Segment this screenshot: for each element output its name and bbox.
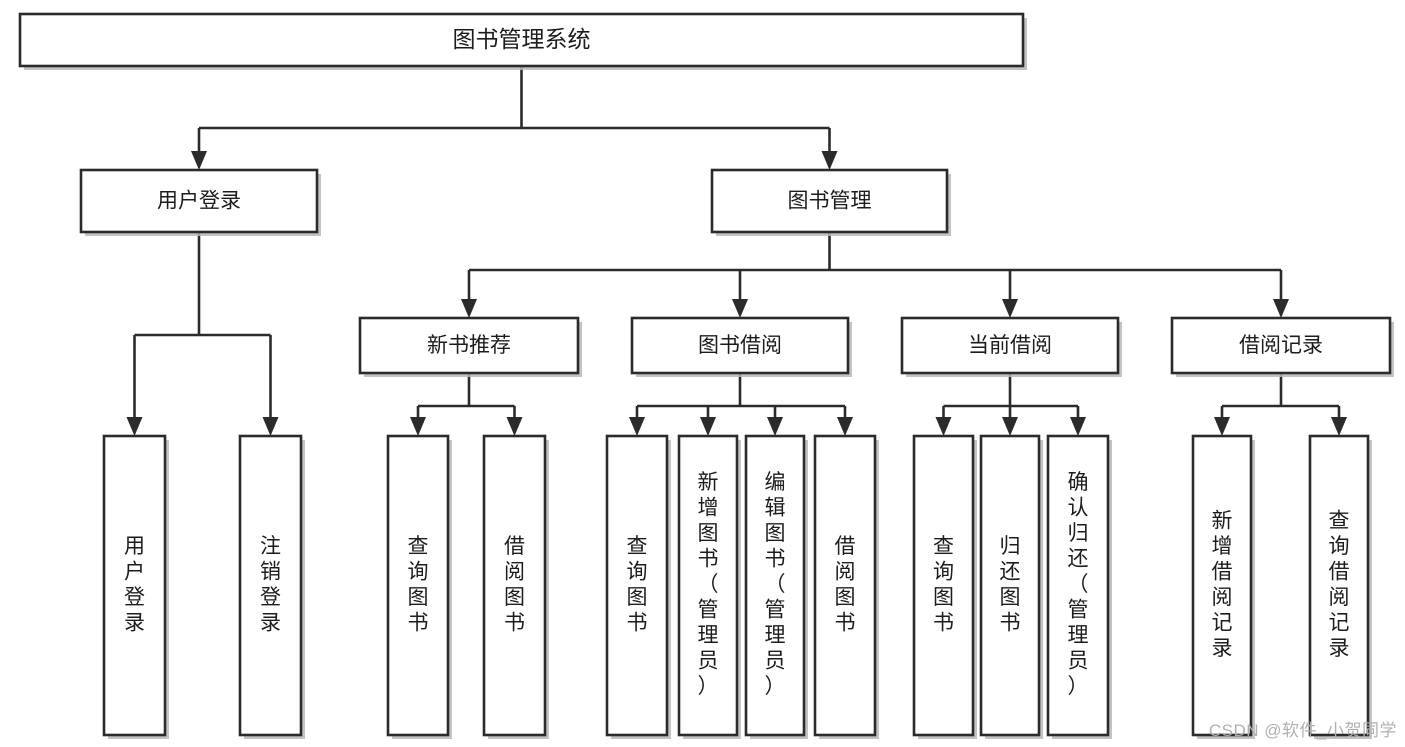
node-label: 查询图书	[627, 535, 648, 635]
node-label: 归还图书	[1000, 535, 1021, 635]
node-label: 借阅图书	[835, 535, 856, 635]
node-current-borrow[interactable]: 当前借阅	[900, 316, 1122, 377]
arrow-head-icon	[1273, 299, 1289, 318]
node-label: 新书推荐	[427, 334, 511, 357]
node-borrow-book-2[interactable]: 借阅图书	[813, 434, 879, 739]
node-box[interactable]	[1170, 316, 1392, 375]
node-box[interactable]	[979, 434, 1041, 737]
node-box[interactable]	[900, 316, 1120, 375]
arrow-head-icon	[700, 417, 716, 436]
node-query-borrow-record[interactable]: 查询借阅记录	[1308, 434, 1372, 739]
node-box[interactable]	[79, 168, 319, 234]
node-box[interactable]	[18, 12, 1025, 68]
node-box[interactable]	[710, 168, 949, 234]
node-box[interactable]	[605, 434, 669, 737]
arrow-head-icon	[935, 417, 952, 436]
node-book-borrow[interactable]: 图书借阅	[630, 316, 852, 377]
node-label: 新增借阅记录	[1212, 509, 1233, 660]
node-box[interactable]	[1046, 434, 1110, 737]
node-label: 查询借阅记录	[1329, 509, 1350, 660]
node-box[interactable]	[1308, 434, 1370, 737]
node-user-logout[interactable]: 注销登录	[238, 434, 305, 739]
node-label: 图书管理	[788, 190, 872, 213]
node-label: 注销登录	[260, 535, 281, 635]
connector-layer	[126, 66, 1347, 436]
arrow-head-icon	[732, 299, 748, 318]
node-label: 图书管理系统	[453, 26, 591, 52]
node-box[interactable]	[482, 434, 547, 737]
arrow-head-icon	[821, 151, 838, 170]
node-book-manage[interactable]: 图书管理	[710, 168, 951, 236]
node-label: 借阅记录	[1239, 334, 1323, 357]
arrow-head-icon	[191, 151, 207, 170]
node-label: 查询图书	[408, 535, 429, 635]
node-edit-book[interactable]: 编辑图书（管理员）	[744, 434, 808, 739]
node-return-book[interactable]: 归还图书	[979, 434, 1043, 739]
node-box[interactable]	[358, 316, 580, 375]
arrow-head-icon	[1214, 417, 1230, 436]
node-box[interactable]	[238, 434, 303, 737]
node-box[interactable]	[1191, 434, 1253, 737]
arrow-head-icon	[461, 299, 477, 318]
node-label: 新增图书（管理员）	[698, 471, 719, 698]
node-label: 当前借阅	[968, 334, 1052, 357]
arrow-head-icon	[1331, 417, 1347, 436]
arrow-head-icon	[1002, 299, 1018, 318]
arrow-head-icon	[506, 417, 523, 436]
node-confirm-return[interactable]: 确认归还（管理员）	[1046, 434, 1112, 739]
node-box[interactable]	[630, 316, 850, 375]
node-box[interactable]	[386, 434, 450, 737]
arrow-head-icon	[410, 417, 426, 436]
node-label: 查询图书	[933, 535, 954, 635]
node-user-login[interactable]: 用户登录	[79, 168, 321, 236]
arrow-head-icon	[1070, 417, 1086, 436]
node-new-book-recommend[interactable]: 新书推荐	[358, 316, 582, 377]
node-box[interactable]	[744, 434, 806, 737]
watermark-text: CSDN @软件_小贺同学	[1208, 721, 1397, 740]
node-user-login-do[interactable]: 用户登录	[102, 434, 169, 739]
node-box[interactable]	[813, 434, 877, 737]
node-query-book-3[interactable]: 查询图书	[912, 434, 977, 739]
node-label: 图书借阅	[698, 334, 782, 357]
arrow-head-icon	[262, 417, 279, 436]
node-query-book-1[interactable]: 查询图书	[386, 434, 452, 739]
node-root[interactable]: 图书管理系统	[18, 12, 1027, 70]
arrow-head-icon	[1002, 417, 1018, 436]
node-label: 编辑图书（管理员）	[765, 471, 786, 698]
node-label: 确认归还（管理员）	[1068, 471, 1089, 698]
arrow-head-icon	[767, 417, 783, 436]
node-add-book[interactable]: 新增图书（管理员）	[677, 434, 741, 739]
node-label: 用户登录	[124, 535, 145, 635]
node-label: 用户登录	[157, 190, 241, 213]
node-borrow-book-1[interactable]: 借阅图书	[482, 434, 549, 739]
node-box[interactable]	[102, 434, 167, 737]
node-query-book-2[interactable]: 查询图书	[605, 434, 671, 739]
node-borrow-records[interactable]: 借阅记录	[1170, 316, 1394, 377]
arrow-head-icon	[837, 417, 853, 436]
arrow-head-icon	[629, 417, 645, 436]
node-box[interactable]	[677, 434, 739, 737]
node-label: 借阅图书	[504, 535, 525, 635]
arrow-head-icon	[126, 417, 143, 436]
node-add-borrow-record[interactable]: 新增借阅记录	[1191, 434, 1255, 739]
node-box[interactable]	[912, 434, 975, 737]
